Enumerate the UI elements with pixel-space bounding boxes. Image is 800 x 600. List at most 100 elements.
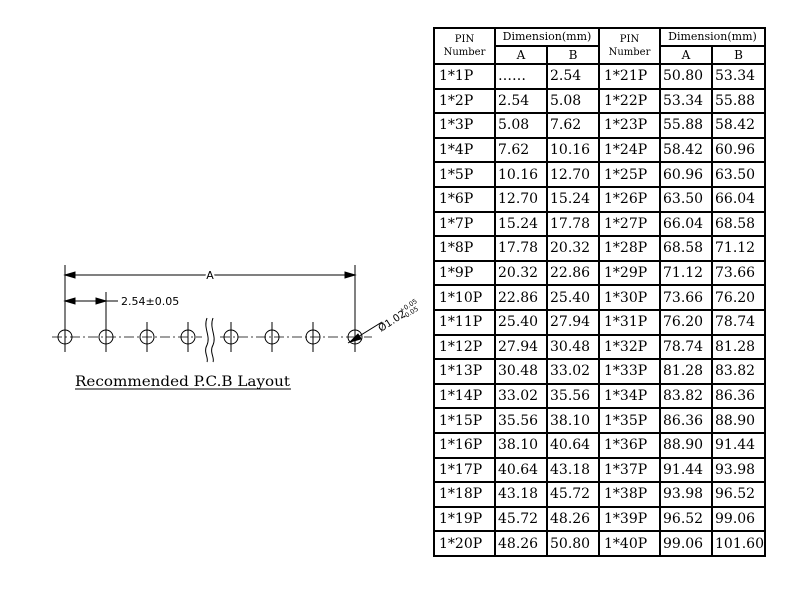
dimension-a-cell: 83.82 <box>659 382 713 410</box>
pin-number-cell: 1*9P <box>433 259 496 287</box>
dimension-b-cell: 48.26 <box>546 505 600 533</box>
dimension-pitch <box>63 292 118 330</box>
dimension-b-cell: 27.94 <box>546 308 600 336</box>
pin-number-cell: 1*16P <box>433 431 496 459</box>
dimension-a <box>63 265 357 330</box>
pcb-layout-drawing: A 2.54±0.05 <box>52 265 420 390</box>
dimension-a-cell: 50.80 <box>659 63 713 90</box>
dimension-a-cell: 99.06 <box>659 530 713 557</box>
pin-number-cell: 1*17P <box>433 456 496 484</box>
dimension-b-cell: 55.88 <box>711 87 766 115</box>
dimension-a-cell: 93.98 <box>659 481 713 508</box>
pin-number-cell: 1*6P <box>433 185 496 213</box>
pin-number-cell: 1*38P <box>598 481 661 508</box>
pin-number-cell: 1*19P <box>433 505 496 533</box>
col-a-header: A <box>659 45 713 65</box>
dimension-a-cell: 30.48 <box>494 358 548 385</box>
dimension-a-label: A <box>206 269 214 282</box>
dimension-b-cell: 22.86 <box>546 259 600 287</box>
dimension-b-cell: 15.24 <box>546 185 600 213</box>
dimension-b-cell: 45.72 <box>546 481 600 508</box>
break-marks <box>205 317 215 363</box>
dimension-a-cell: 2.54 <box>494 87 548 115</box>
dimension-b-cell: 68.58 <box>711 210 766 238</box>
dimension-b-cell: 83.82 <box>711 358 766 385</box>
dimension-b-cell: 50.80 <box>546 530 600 557</box>
dimension-b-cell: 12.70 <box>546 161 600 188</box>
dimension-a-cell: …… <box>494 63 548 90</box>
dimension-a-cell: 17.78 <box>494 235 548 262</box>
dimension-a-cell: 60.96 <box>659 161 713 188</box>
pin-number-cell: 1*33P <box>598 358 661 385</box>
pin-number-cell: 1*7P <box>433 210 496 238</box>
dimension-a-cell: 63.50 <box>659 185 713 213</box>
dimension-a-cell: 25.40 <box>494 308 548 336</box>
dimension-b-cell: 99.06 <box>711 505 766 533</box>
dimension-a-cell: 22.86 <box>494 284 548 311</box>
pin-number-cell: 1*20P <box>433 530 496 557</box>
pin-number-cell: 1*29P <box>598 259 661 287</box>
dimension-a-cell: 27.94 <box>494 333 548 361</box>
dimension-a-cell: 73.66 <box>659 284 713 311</box>
pin-number-cell: 1*1P <box>433 63 496 90</box>
dimension-b-cell: 20.32 <box>546 235 600 262</box>
pin-number-cell: 1*3P <box>433 112 496 139</box>
dimension-a-cell: 55.88 <box>659 112 713 139</box>
pin-number-cell: 1*30P <box>598 284 661 311</box>
dimension-a-cell: 66.04 <box>659 210 713 238</box>
dimension-a-cell: 45.72 <box>494 505 548 533</box>
dimension-a-cell: 10.16 <box>494 161 548 188</box>
dimension-a-cell: 40.64 <box>494 456 548 484</box>
dimension-b-cell: 43.18 <box>546 456 600 484</box>
pin-number-cell: 1*36P <box>598 431 661 459</box>
dimension-b-cell: 88.90 <box>711 407 766 434</box>
dimension-a-cell: 88.90 <box>659 431 713 459</box>
dimension-a-cell: 71.12 <box>659 259 713 287</box>
dimension-a-cell: 33.02 <box>494 382 548 410</box>
pin-number-cell: 1*40P <box>598 530 661 557</box>
dimension-b-cell: 66.04 <box>711 185 766 213</box>
col-a-header: A <box>494 45 548 65</box>
dimension-b-cell: 17.78 <box>546 210 600 238</box>
dimension-a-cell: 7.62 <box>494 136 548 164</box>
dimension-b-cell: 33.02 <box>546 358 600 385</box>
pin-number-cell: 1*28P <box>598 235 661 262</box>
dimension-a-cell: 20.32 <box>494 259 548 287</box>
pin-number-header: PIN Number <box>433 27 496 65</box>
pin-number-cell: 1*10P <box>433 284 496 311</box>
dimension-a-cell: 38.10 <box>494 431 548 459</box>
dimension-b-cell: 63.50 <box>711 161 766 188</box>
dimension-a-cell: 43.18 <box>494 481 548 508</box>
dimension-a-cell: 35.56 <box>494 407 548 434</box>
dimension-header: Dimension(mm) <box>494 27 600 47</box>
dimension-b-cell: 25.40 <box>546 284 600 311</box>
pin-number-cell: 1*5P <box>433 161 496 188</box>
pin-number-cell: 1*39P <box>598 505 661 533</box>
pin-number-cell: 1*24P <box>598 136 661 164</box>
pin-number-cell: 1*31P <box>598 308 661 336</box>
pin-number-cell: 1*23P <box>598 112 661 139</box>
dimension-a-cell: 78.74 <box>659 333 713 361</box>
pin-number-cell: 1*34P <box>598 382 661 410</box>
pin-number-cell: 1*21P <box>598 63 661 90</box>
dimension-b-cell: 76.20 <box>711 284 766 311</box>
pitch-label: 2.54±0.05 <box>121 295 179 308</box>
dimension-header: Dimension(mm) <box>659 27 766 47</box>
pin-number-cell: 1*12P <box>433 333 496 361</box>
pin-number-header: PIN Number <box>598 27 661 65</box>
pin-number-cell: 1*35P <box>598 407 661 434</box>
dimension-b-cell: 2.54 <box>546 63 600 90</box>
dimension-b-cell: 86.36 <box>711 382 766 410</box>
dimension-a-cell: 48.26 <box>494 530 548 557</box>
